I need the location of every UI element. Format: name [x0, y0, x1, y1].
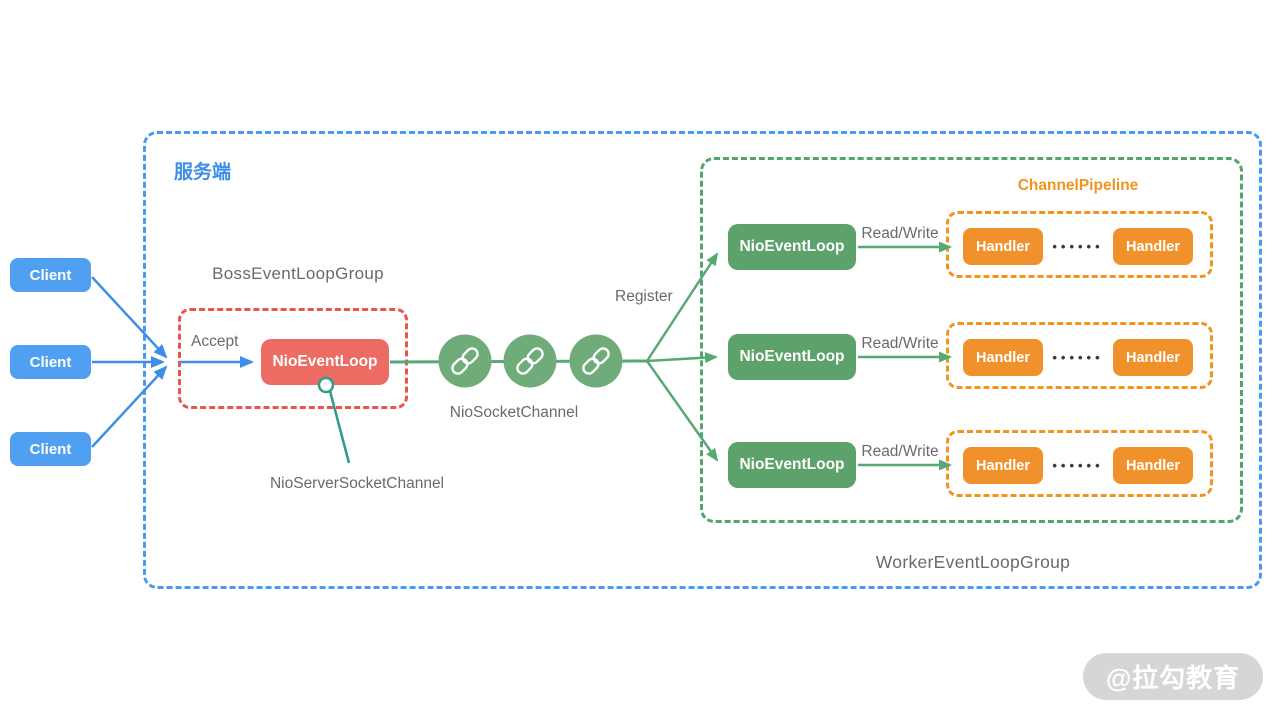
client-box: Client: [10, 258, 91, 292]
handler-box: Handler: [1113, 228, 1193, 265]
worker-nio-event-loop-box: NioEventLoop: [728, 334, 856, 380]
handler-label: Handler: [1126, 238, 1180, 255]
worker-nio-event-loop-label: NioEventLoop: [739, 238, 845, 255]
handler-label: Handler: [976, 349, 1030, 366]
handler-box: Handler: [963, 447, 1043, 484]
watermark-badge: @拉勾教育: [1083, 653, 1263, 700]
handler-label: Handler: [1126, 349, 1180, 366]
client-label: Client: [29, 440, 72, 458]
worker-group-title: WorkerEventLoopGroup: [875, 552, 1071, 572]
client-label: Client: [29, 353, 72, 371]
ellipsis-dots: ••••••: [1052, 350, 1104, 365]
client-label: Client: [29, 266, 72, 284]
register-label: Register: [615, 288, 673, 305]
boss-nio-event-loop-label: NioEventLoop: [272, 353, 378, 370]
read-write-label: Read/Write: [861, 225, 939, 242]
nio-server-socket-channel-label: NioServerSocketChannel: [269, 475, 445, 492]
read-write-label: Read/Write: [861, 443, 939, 460]
boss-nio-event-loop-box: NioEventLoop: [261, 339, 389, 385]
nio-socket-channel-label: NioSocketChannel: [449, 404, 579, 421]
worker-nio-event-loop-label: NioEventLoop: [739, 348, 845, 365]
handler-label: Handler: [976, 457, 1030, 474]
channel-pipeline-label: ChannelPipeline: [1017, 177, 1139, 194]
boss-event-loop-group-box: [178, 308, 408, 409]
handler-box: Handler: [1113, 447, 1193, 484]
handler-label: Handler: [976, 238, 1030, 255]
ellipsis-dots: ••••••: [1052, 458, 1104, 473]
handler-box: Handler: [1113, 339, 1193, 376]
handler-label: Handler: [1126, 457, 1180, 474]
ellipsis-dots: ••••••: [1052, 239, 1104, 254]
handler-box: Handler: [963, 228, 1043, 265]
worker-nio-event-loop-box: NioEventLoop: [728, 224, 856, 270]
client-box: Client: [10, 432, 91, 466]
accept-label: Accept: [191, 333, 239, 350]
read-write-label: Read/Write: [861, 335, 939, 352]
handler-box: Handler: [963, 339, 1043, 376]
server-region-box: [143, 131, 1262, 589]
boss-group-title: BossEventLoopGroup: [212, 264, 384, 283]
watermark-text: @拉勾教育: [1105, 663, 1241, 693]
client-box: Client: [10, 345, 91, 379]
worker-nio-event-loop-box: NioEventLoop: [728, 442, 856, 488]
worker-nio-event-loop-label: NioEventLoop: [739, 456, 845, 473]
server-region-label: 服务端: [174, 162, 232, 183]
